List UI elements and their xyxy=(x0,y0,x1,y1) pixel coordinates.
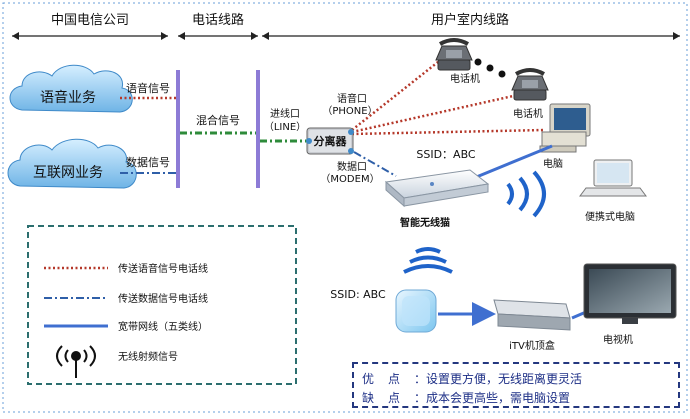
phone-port-label: 语音口 xyxy=(337,92,367,105)
internet-cloud: 互联网业务 xyxy=(7,138,137,189)
voice-cloud: 语音业务 xyxy=(9,64,133,113)
pros-row: 优点：设置更方便，无线距离更灵活 xyxy=(362,370,582,387)
voice-cloud-label: 语音业务 xyxy=(40,89,96,106)
modem-port-label: 数据口 xyxy=(337,160,367,173)
stb-label: iTV机顶盒 xyxy=(509,339,555,352)
phone2-label: 电话机 xyxy=(513,107,543,120)
splitter-label: 分离器 xyxy=(314,134,348,148)
exchange-bar xyxy=(176,70,180,188)
legend-cable-text: 宽带网线（五类线） xyxy=(118,320,208,333)
outer-frame xyxy=(2,2,688,413)
line-port-label: 进线口 xyxy=(270,107,300,120)
home-entry-bar xyxy=(256,70,260,188)
phone2-wire xyxy=(351,92,523,134)
pros-cons-box: 优点：设置更方便，无线距离更灵活 缺点：成本会更高些，需电脑设置 xyxy=(352,362,680,408)
modem-ssid: SSID：ABC xyxy=(416,148,476,161)
legend-wifi-icon xyxy=(56,345,96,378)
legend-wifi-text: 无线射频信号 xyxy=(118,350,178,363)
header-company: 中国电信公司 xyxy=(51,13,129,28)
chain-dot xyxy=(474,58,482,66)
chain-dot xyxy=(486,64,494,72)
tv-label: 电视机 xyxy=(603,333,633,346)
mixed-signal-label: 混合信号 xyxy=(196,113,240,127)
modem-port-label-en: （MODEM） xyxy=(320,173,379,185)
laptop-label: 便携式电脑 xyxy=(585,210,635,223)
tv xyxy=(583,263,677,324)
phone1-wire xyxy=(351,61,439,131)
modem-label: 智能无线猫 xyxy=(400,216,450,229)
header-indoor: 用户室内线路 xyxy=(431,12,509,28)
wifi-to-laptop xyxy=(506,170,546,218)
phone1-label: 电话机 xyxy=(450,72,480,85)
cons-key: 缺点： xyxy=(362,391,441,405)
router-ssid: SSID: ABC xyxy=(330,288,386,301)
pros-text: 设置更方便，无线距离更灵活 xyxy=(426,372,583,386)
phone1 xyxy=(435,38,473,71)
chain-dot xyxy=(498,70,506,78)
legend-voice-text: 传送语音信号电话线 xyxy=(118,262,208,275)
itv-set-top-box xyxy=(493,299,571,331)
splitter: 分离器 xyxy=(306,127,354,155)
phone2 xyxy=(511,68,549,101)
phone-port-label-en: （PHONE） xyxy=(322,105,377,117)
line-port-label-en: （LINE） xyxy=(264,121,306,133)
legend: 传送语音信号电话线 传送数据信号电话线 宽带网线（五类线） 无线射频信号 xyxy=(27,225,297,385)
header-row: 中国电信公司 电话线路 用户室内线路 xyxy=(12,9,680,40)
pc-label: 电脑 xyxy=(543,157,563,170)
laptop xyxy=(579,159,647,197)
wifi-to-router xyxy=(403,247,453,274)
internet-cloud-label: 互联网业务 xyxy=(33,165,103,181)
header-line: 电话线路 xyxy=(192,12,244,28)
voice-signal-label: 语音信号 xyxy=(126,81,170,95)
pc-phone-wire xyxy=(351,128,545,136)
data-signal-label: 数据信号 xyxy=(126,155,170,169)
pros-key: 优点： xyxy=(362,372,441,386)
pc xyxy=(539,103,591,153)
cons-text: 成本会更高些，需电脑设置 xyxy=(426,391,571,405)
modem-pc-cable xyxy=(473,144,553,180)
cons-row: 缺点：成本会更高些，需电脑设置 xyxy=(362,389,570,406)
wireless-modem xyxy=(384,169,490,208)
wireless-router xyxy=(395,289,437,333)
legend-data-text: 传送数据信号电话线 xyxy=(118,292,208,305)
